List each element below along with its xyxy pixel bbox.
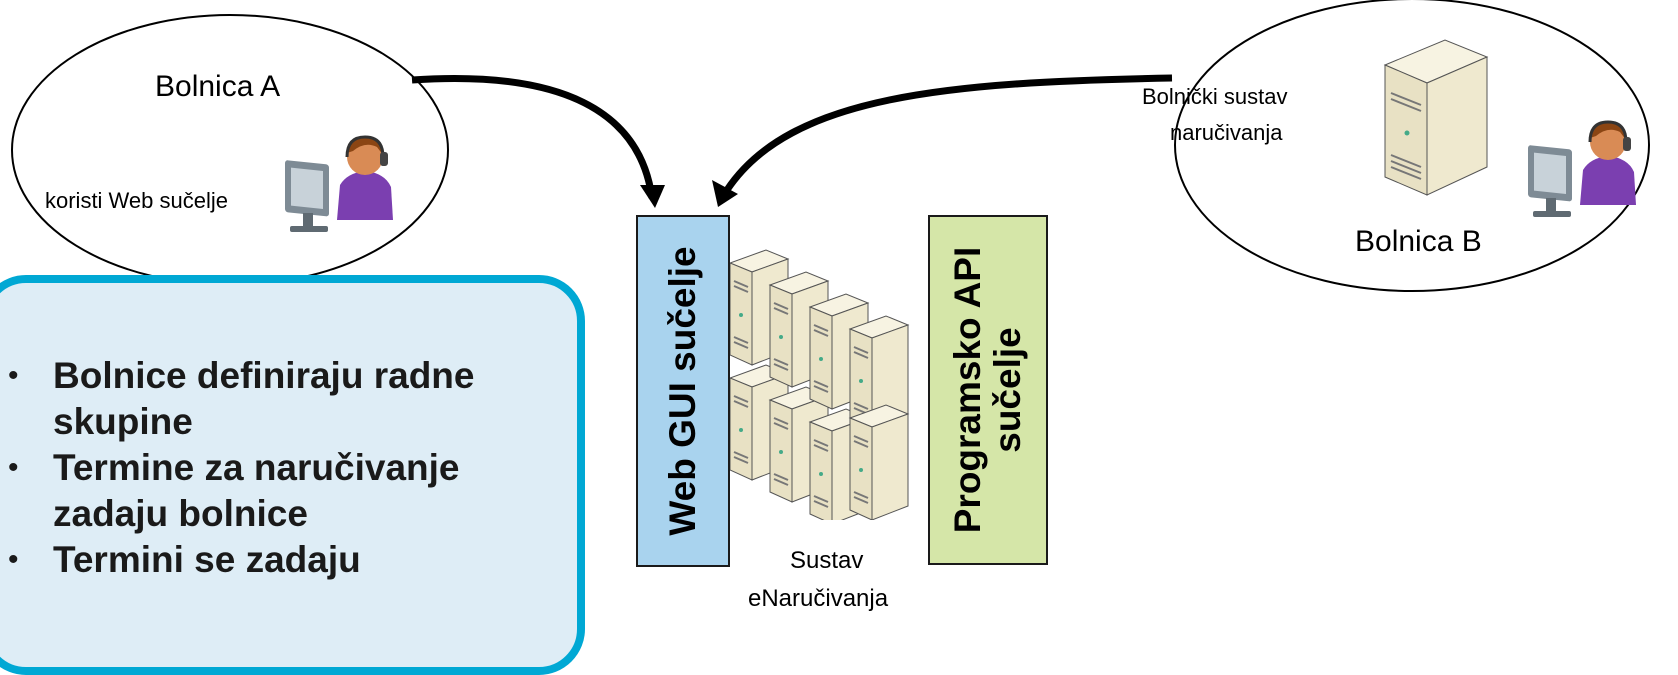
hospital-b-title: Bolnica B [1355, 225, 1482, 258]
bullet-icon: • [8, 359, 19, 392]
arrow-hospital-a [411, 75, 656, 199]
notes-list-item: • Termini se zadaju [8, 537, 523, 583]
notes-list-item: • Termine za naručivanje zadaju bolnice [8, 445, 523, 537]
operator-workstation-icon-b [1528, 120, 1636, 217]
notes-item-text: Bolnice definiraju radne skupine [53, 355, 475, 442]
arrow-hospital-b [724, 74, 1173, 192]
central-system-caption-1: Sustav [790, 547, 864, 574]
server-icon [1383, 39, 1489, 196]
hospital-a-title: Bolnica A [155, 70, 281, 103]
web-gui-label: Web GUI sučelje [662, 246, 703, 536]
notes-item-text: Termini se zadaju [53, 539, 361, 580]
arrow-hospital-b-head [712, 180, 738, 207]
hospital-b-system-label-1: Bolnički sustav [1142, 84, 1288, 109]
bullet-icon: • [8, 451, 19, 484]
operator-workstation-icon [285, 135, 393, 232]
notes-callout: • Bolnice definiraju radne skupine • Termi… [0, 275, 585, 675]
hospital-a-caption: koristi Web sučelje [45, 188, 228, 213]
server-cluster-icon [730, 249, 909, 520]
web-gui-interface-box: Web GUI sučelje [636, 215, 730, 567]
api-label-line-1: Programsko API [947, 246, 988, 534]
api-interface-box: Programsko API sučelje [928, 215, 1048, 565]
central-system-caption-2: eNaručivanja [748, 585, 889, 612]
notes-list-item: • Bolnice definiraju radne skupine [8, 353, 523, 445]
notes-list: • Bolnice definiraju radne skupine • Termi… [8, 353, 523, 583]
hospital-b-system-label-2: naručivanja [1170, 120, 1283, 145]
api-label-line-2: sučelje [987, 327, 1028, 453]
notes-item-text: Termine za naručivanje zadaju bolnice [53, 447, 460, 534]
bullet-icon: • [8, 543, 19, 576]
arrow-hospital-a-head [640, 185, 665, 208]
api-label: Programsko API sučelje [947, 246, 1028, 534]
